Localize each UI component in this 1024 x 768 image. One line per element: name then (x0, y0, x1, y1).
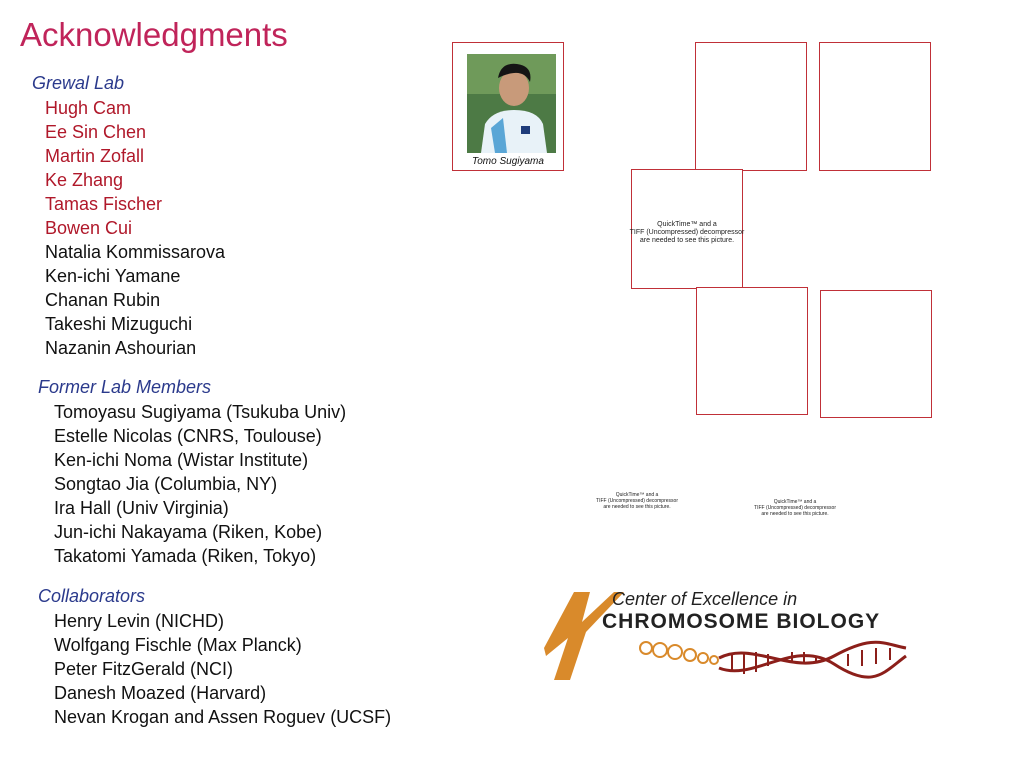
picture-frame (631, 169, 743, 289)
section-heading-former-members: Former Lab Members (38, 377, 212, 397)
grewal-lab-list: Hugh Cam Ee Sin Chen Martin Zofall Ke Zh… (45, 96, 225, 360)
picture-frame (696, 287, 808, 415)
list-item: Ira Hall (Univ Virginia) (54, 498, 229, 518)
list-item: Wolfgang Fischle (Max Planck) (54, 635, 302, 655)
list-item: Ken-ichi Noma (Wistar Institute) (54, 450, 309, 470)
list-item: Nevan Krogan and Assen Roguev (UCSF) (54, 707, 392, 727)
portrait-image-icon (467, 54, 556, 153)
section-heading-collaborators: Collaborators (38, 586, 146, 606)
list-item: Jun-ichi Nakayama (Riken, Kobe) (54, 522, 323, 542)
list-item: Martin Zofall (45, 146, 145, 166)
quicktime-placeholder: QuickTime™ and a TIFF (Uncompressed) dec… (629, 221, 745, 245)
list-item: Takeshi Mizuguchi (45, 314, 193, 334)
list-item: Tomoyasu Sugiyama (Tsukuba Univ) (54, 402, 347, 422)
picture-frame (819, 42, 931, 171)
list-item: Tamas Fischer (45, 194, 163, 214)
quicktime-placeholder: QuickTime™ and a TIFF (Uncompressed) dec… (754, 499, 836, 517)
list-item: Henry Levin (NICHD) (54, 611, 225, 631)
list-item: Hugh Cam (45, 98, 132, 118)
list-item: Ken-ichi Yamane (45, 266, 181, 286)
section-heading-grewal-lab: Grewal Lab (32, 73, 125, 93)
logo-name: CHROMOSOME BIOLOGY (602, 610, 881, 633)
list-item: Ke Zhang (45, 170, 124, 190)
former-members-list: Tomoyasu Sugiyama (Tsukuba Univ) Estelle… (54, 400, 346, 568)
list-item: Songtao Jia (Columbia, NY) (54, 474, 278, 494)
page-title: Acknowledgments (20, 16, 288, 53)
list-item: Natalia Kommissarova (45, 242, 226, 262)
list-item: Peter FitzGerald (NCI) (54, 659, 234, 679)
list-item: Chanan Rubin (45, 290, 161, 310)
photo-frame: Tomo Sugiyama (452, 42, 564, 171)
list-item: Nazanin Ashourian (45, 338, 197, 358)
list-item: Takatomi Yamada (Riken, Tokyo) (54, 546, 317, 566)
quicktime-placeholder: QuickTime™ and a TIFF (Uncompressed) dec… (596, 492, 678, 510)
picture-frame (820, 290, 932, 418)
list-item: Bowen Cui (45, 218, 133, 238)
list-item: Danesh Moazed (Harvard) (54, 683, 267, 703)
portrait-photo (467, 54, 556, 153)
collaborators-list: Henry Levin (NICHD) Wolfgang Fischle (Ma… (54, 609, 391, 729)
list-item: Ee Sin Chen (45, 122, 147, 142)
photo-caption: Tomo Sugiyama (472, 156, 544, 167)
chromosome-biology-logo: Center of Excellence in CHROMOSOME BIOLO… (544, 586, 924, 686)
list-item: Estelle Nicolas (CNRS, Toulouse) (54, 426, 322, 446)
logo-tagline: Center of Excellence in (612, 589, 798, 609)
picture-frame (695, 42, 807, 171)
dna-x-logo-icon (544, 592, 907, 680)
